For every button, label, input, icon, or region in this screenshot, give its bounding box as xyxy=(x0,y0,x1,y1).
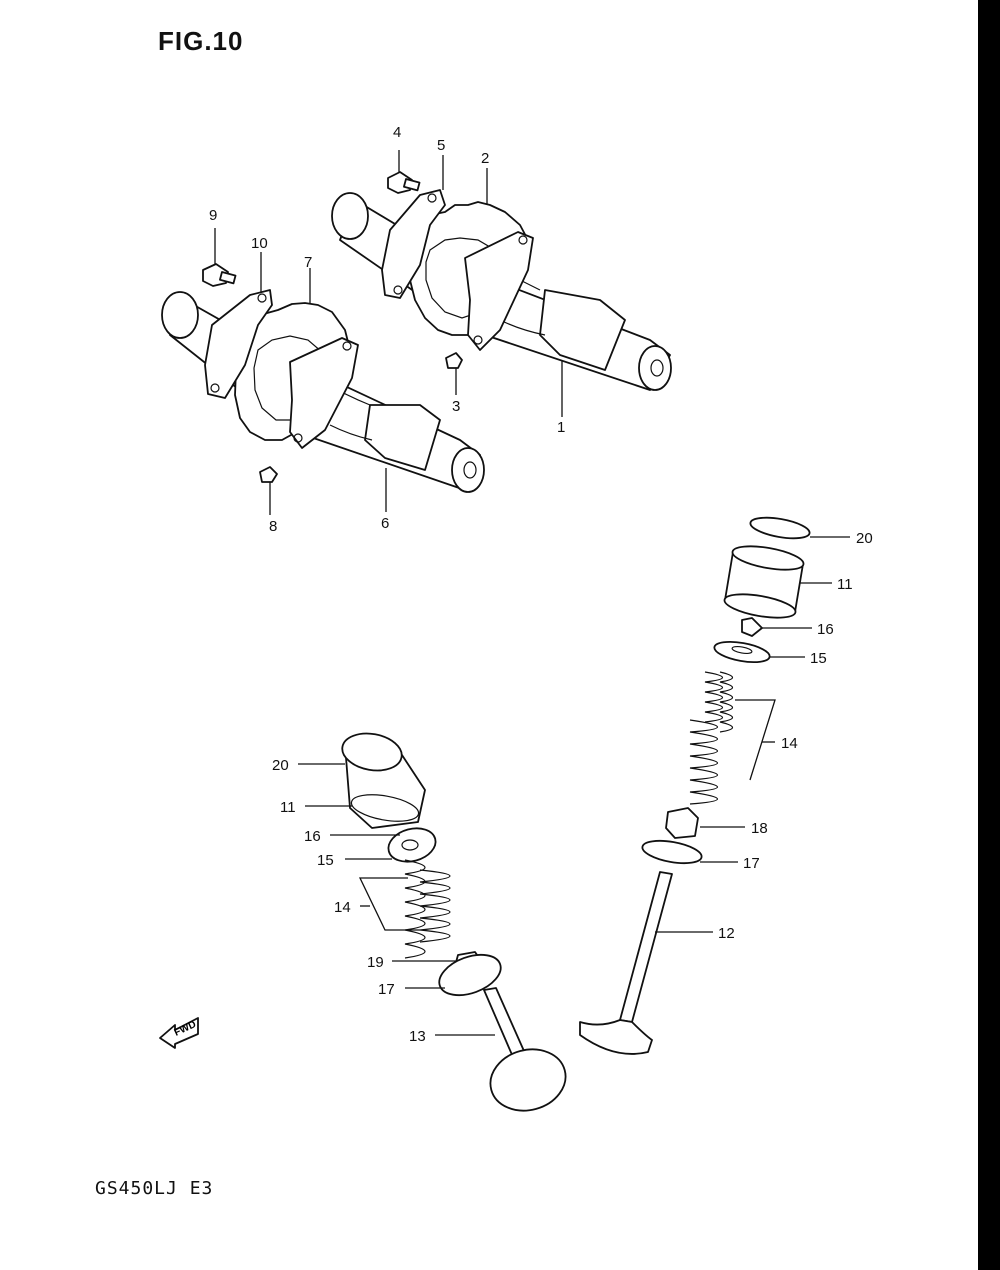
callout-13: 13 xyxy=(409,1028,426,1045)
leader-lines xyxy=(214,150,850,1036)
callout-7: 7 xyxy=(304,254,312,271)
callout-1: 1 xyxy=(557,419,565,436)
valve-12 xyxy=(579,871,673,1055)
scan-edge-bar xyxy=(978,0,1000,1270)
callout-4: 4 xyxy=(393,124,401,141)
retainer-15-left xyxy=(387,827,437,863)
callout-3: 3 xyxy=(452,398,460,415)
figure-title: FIG.10 xyxy=(158,26,244,56)
retainer-15-right xyxy=(713,640,771,664)
callout-8: 8 xyxy=(269,518,277,535)
callout-10: 10 xyxy=(251,235,268,252)
callout-12: 12 xyxy=(718,925,735,942)
callout-16-right: 16 xyxy=(817,621,834,638)
flange-plate-1 xyxy=(464,231,534,351)
valve-13 xyxy=(483,987,567,1112)
seat-17-right xyxy=(641,839,703,865)
callout-20-left: 20 xyxy=(272,757,289,774)
callout-14-left: 14 xyxy=(334,899,351,916)
spring-14-right xyxy=(689,671,734,805)
callout-11-right: 11 xyxy=(837,576,853,593)
callout-20-right: 20 xyxy=(856,530,873,547)
tappet-11-right xyxy=(723,545,805,619)
holder-5 xyxy=(381,189,446,299)
seal-18-right xyxy=(665,807,699,839)
callout-17-left: 17 xyxy=(378,981,395,998)
callout-11-left: 11 xyxy=(280,799,296,816)
cotter-16-right xyxy=(741,617,763,637)
dowel-pin-8 xyxy=(259,466,278,483)
spring-14-left xyxy=(404,859,451,959)
bolt-4 xyxy=(387,171,421,194)
callout-18: 18 xyxy=(751,820,768,837)
dowel-pin-3 xyxy=(445,352,463,369)
flange-plate-2 xyxy=(289,337,359,449)
callout-2: 2 xyxy=(481,150,489,167)
tappet-11-left xyxy=(341,732,426,829)
callout-16-left: 16 xyxy=(304,828,321,845)
shim-20-right xyxy=(749,516,811,540)
callout-5: 5 xyxy=(437,137,445,154)
callout-6: 6 xyxy=(381,515,389,532)
model-code: GS450LJ E3 xyxy=(95,1178,214,1199)
callout-17-right: 17 xyxy=(743,855,760,872)
fwd-arrow-icon: FWD xyxy=(159,1017,199,1049)
bolt-9 xyxy=(202,263,237,287)
seat-17-left xyxy=(438,953,502,997)
callout-9: 9 xyxy=(209,207,217,224)
callout-15-right: 15 xyxy=(810,650,827,667)
callout-19: 19 xyxy=(367,954,384,971)
holder-10 xyxy=(204,289,273,399)
callout-14-right: 14 xyxy=(781,735,798,752)
callout-15-left: 15 xyxy=(317,852,334,869)
